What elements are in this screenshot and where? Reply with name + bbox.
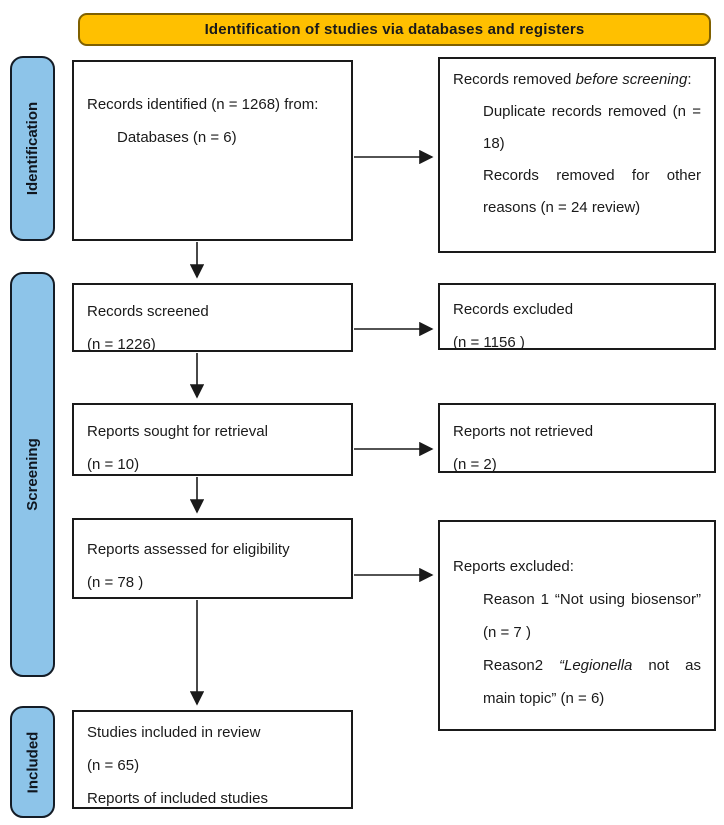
box-records-removed: Records removed before screening: Duplic… xyxy=(438,57,716,253)
studies-included-count: (n = 65) xyxy=(87,757,140,774)
records-identified-databases: Databases (n = 6) xyxy=(117,129,237,146)
box-records-identified: Records identified (n = 1268) from: Data… xyxy=(72,60,353,241)
studies-included-reports: Reports of included studies xyxy=(87,790,268,807)
stage-included: Included xyxy=(10,706,55,818)
stage-screening-label: Screening xyxy=(24,438,41,511)
box-records-screened: Records screened (n = 1226) xyxy=(72,283,353,352)
reports-assessed-count: (n = 78 ) xyxy=(87,574,144,591)
banner-title: Identification of studies via databases … xyxy=(204,21,585,38)
records-excluded-count: (n = 1156 ) xyxy=(453,334,525,350)
stage-included-label: Included xyxy=(24,731,42,793)
reports-excluded-reason1: Reason 1 “Not using biosensor” (n = 7 ) xyxy=(483,591,701,641)
records-screened-text: Records screened xyxy=(87,303,209,320)
reports-sought-text: Reports sought for retrieval xyxy=(87,423,268,440)
box-reports-sought: Reports sought for retrieval (n = 10) xyxy=(72,403,353,476)
stage-identification: Identification xyxy=(10,56,55,241)
reports-assessed-text: Reports assessed for eligibility xyxy=(87,541,290,558)
records-removed-title: Records removed before screening: xyxy=(453,71,692,88)
box-records-excluded: Records excluded (n = 1156 ) xyxy=(438,283,716,350)
records-removed-duplicates: Duplicate records removed (n = 18) xyxy=(483,103,701,152)
records-excluded-text: Records excluded xyxy=(453,301,574,318)
stage-identification-label: Identification xyxy=(24,101,41,196)
box-reports-assessed: Reports assessed for eligibility (n = 78… xyxy=(72,518,353,599)
reports-sought-count: (n = 10) xyxy=(87,456,140,473)
reports-not-retrieved-count: (n = 2) xyxy=(453,456,497,473)
reports-not-retrieved-text: Reports not retrieved xyxy=(453,423,594,440)
reports-excluded-reason2: Reason2 “Legionella not as main topic” (… xyxy=(483,657,701,707)
stage-screening: Screening xyxy=(10,272,55,677)
records-screened-count: (n = 1226) xyxy=(87,336,156,352)
studies-included-text: Studies included in review xyxy=(87,724,261,741)
box-reports-not-retrieved: Reports not retrieved (n = 2) xyxy=(438,403,716,473)
box-studies-included: Studies included in review (n = 65) Repo… xyxy=(72,710,353,809)
records-identified-text: Records identified (n = 1268) from: xyxy=(87,96,319,113)
banner: Identification of studies via databases … xyxy=(78,13,711,46)
box-reports-excluded: Reports excluded: Reason 1 “Not using bi… xyxy=(438,520,716,731)
reports-excluded-title: Reports excluded: xyxy=(453,558,574,575)
records-removed-other: Records removed for other reasons (n = 2… xyxy=(483,167,701,216)
